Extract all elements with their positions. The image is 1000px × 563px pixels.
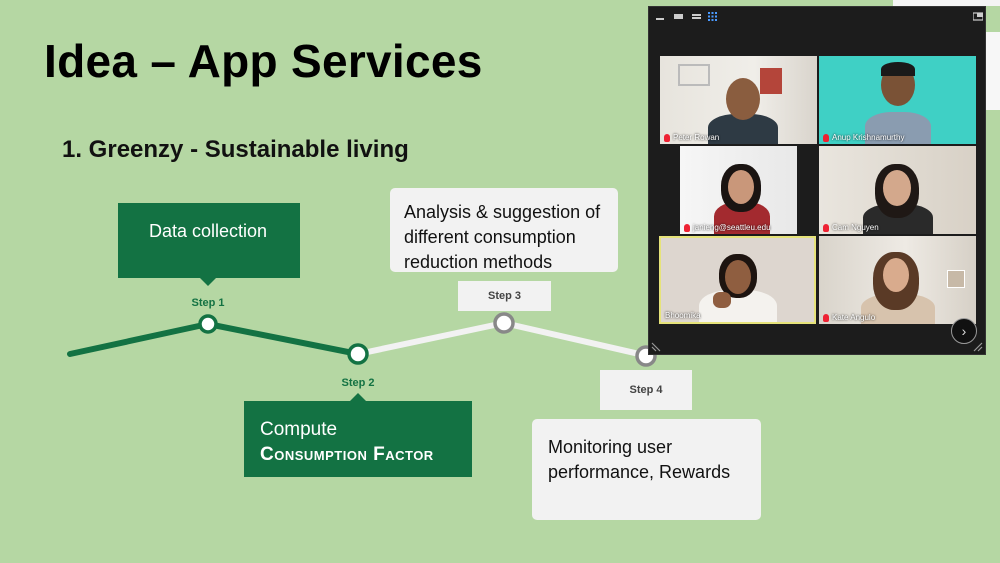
- wall-frame: [678, 64, 710, 86]
- step-3-callout-line3: reduction methods: [404, 252, 553, 272]
- step-2-callout: Compute Consumption Factor: [244, 393, 472, 477]
- step-1-callout: Data collection: [118, 203, 300, 286]
- step-2-node: [347, 343, 369, 365]
- wall-art: [947, 270, 965, 288]
- participant-name: Cam Nguyen: [823, 223, 879, 232]
- step-4-label: Step 4: [600, 370, 692, 410]
- step-3-callout-line2: different consumption: [404, 227, 576, 247]
- hair: [881, 62, 915, 76]
- red-poster: [760, 68, 782, 94]
- muted-mic-icon: [823, 313, 829, 322]
- participant-tile-anup-krishnamurthy[interactable]: Anup Krishnamurthy: [819, 56, 976, 144]
- step-1-callout-text: Data collection: [149, 221, 268, 241]
- muted-mic-icon: [823, 223, 829, 232]
- exit-fullscreen-icon[interactable]: [973, 12, 983, 21]
- step-1-node: [198, 314, 218, 334]
- timeline-segment-2: [207, 321, 359, 357]
- participant-name: Bhoomika: [665, 311, 701, 320]
- video-call-panel[interactable]: Peter Rowan Anup Krishnamurthy janieng@s…: [648, 6, 986, 355]
- person-head: [725, 260, 751, 294]
- participant-name: Kate Angulo: [823, 313, 875, 322]
- chevron-right-icon: ›: [961, 323, 967, 339]
- step-2-label: Step 2: [341, 377, 375, 389]
- resize-handle-left-icon[interactable]: [651, 342, 661, 352]
- participant-tile-bhoomika[interactable]: Bhoomika: [659, 236, 816, 324]
- step-2-callout-line1: Compute: [260, 419, 338, 440]
- gallery-view-icon[interactable]: [708, 12, 717, 21]
- participant-name: Anup Krishnamurthy: [823, 133, 904, 142]
- step-3-label: Step 3: [458, 281, 551, 311]
- timeline-segment-3: [357, 320, 505, 357]
- muted-mic-icon: [664, 133, 670, 142]
- video-panel-toolbar: [649, 7, 985, 27]
- step-4-callout-line1: Monitoring user: [548, 437, 673, 457]
- participant-tile-cam-nguyen[interactable]: Cam Nguyen: [819, 146, 976, 234]
- window-edge-right: [986, 32, 1000, 110]
- person-head: [728, 170, 754, 204]
- participant-tile-janieng[interactable]: janieng@seattleu.edu: [680, 146, 797, 234]
- step-4-callout: Monitoring user performance, Rewards: [532, 419, 761, 520]
- person-head: [726, 78, 760, 120]
- step-3-node: [493, 312, 515, 334]
- step-4-callout-line2: performance, Rewards: [548, 462, 731, 482]
- timeline-segment-4: [503, 320, 649, 359]
- step-3-callout-line1: Analysis & suggestion of: [404, 202, 601, 222]
- participant-name: Peter Rowan: [664, 133, 719, 142]
- strip-view-icon[interactable]: [692, 12, 701, 21]
- participant-tile-peter-rowan[interactable]: Peter Rowan: [660, 56, 817, 144]
- next-page-button[interactable]: ›: [951, 318, 977, 344]
- resize-handle-icon[interactable]: [973, 342, 983, 352]
- step-1-callout-pointer: [200, 278, 216, 286]
- slide-title: Idea – App Services: [44, 35, 483, 87]
- step-3-callout: Analysis & suggestion of different consu…: [390, 188, 618, 272]
- speaker-view-icon[interactable]: [674, 12, 683, 21]
- slide-subtitle: 1. Greenzy - Sustainable living: [62, 136, 409, 163]
- window-edge-top: [893, 0, 1000, 6]
- step-2-callout-pointer: [350, 393, 366, 401]
- step-2-callout-line2: Consumption Factor: [260, 444, 434, 465]
- participant-name: janieng@seattleu.edu: [684, 223, 771, 232]
- muted-mic-icon: [823, 133, 829, 142]
- person-body: [865, 112, 931, 144]
- person-head: [883, 258, 909, 292]
- participant-tile-kate-angulo[interactable]: Kate Angulo: [819, 236, 976, 324]
- timeline-segment-1: [67, 321, 211, 357]
- minimize-icon[interactable]: [656, 12, 665, 21]
- hand: [713, 292, 731, 308]
- person-head: [883, 170, 911, 206]
- muted-mic-icon: [684, 223, 690, 232]
- step-1-label: Step 1: [191, 297, 225, 309]
